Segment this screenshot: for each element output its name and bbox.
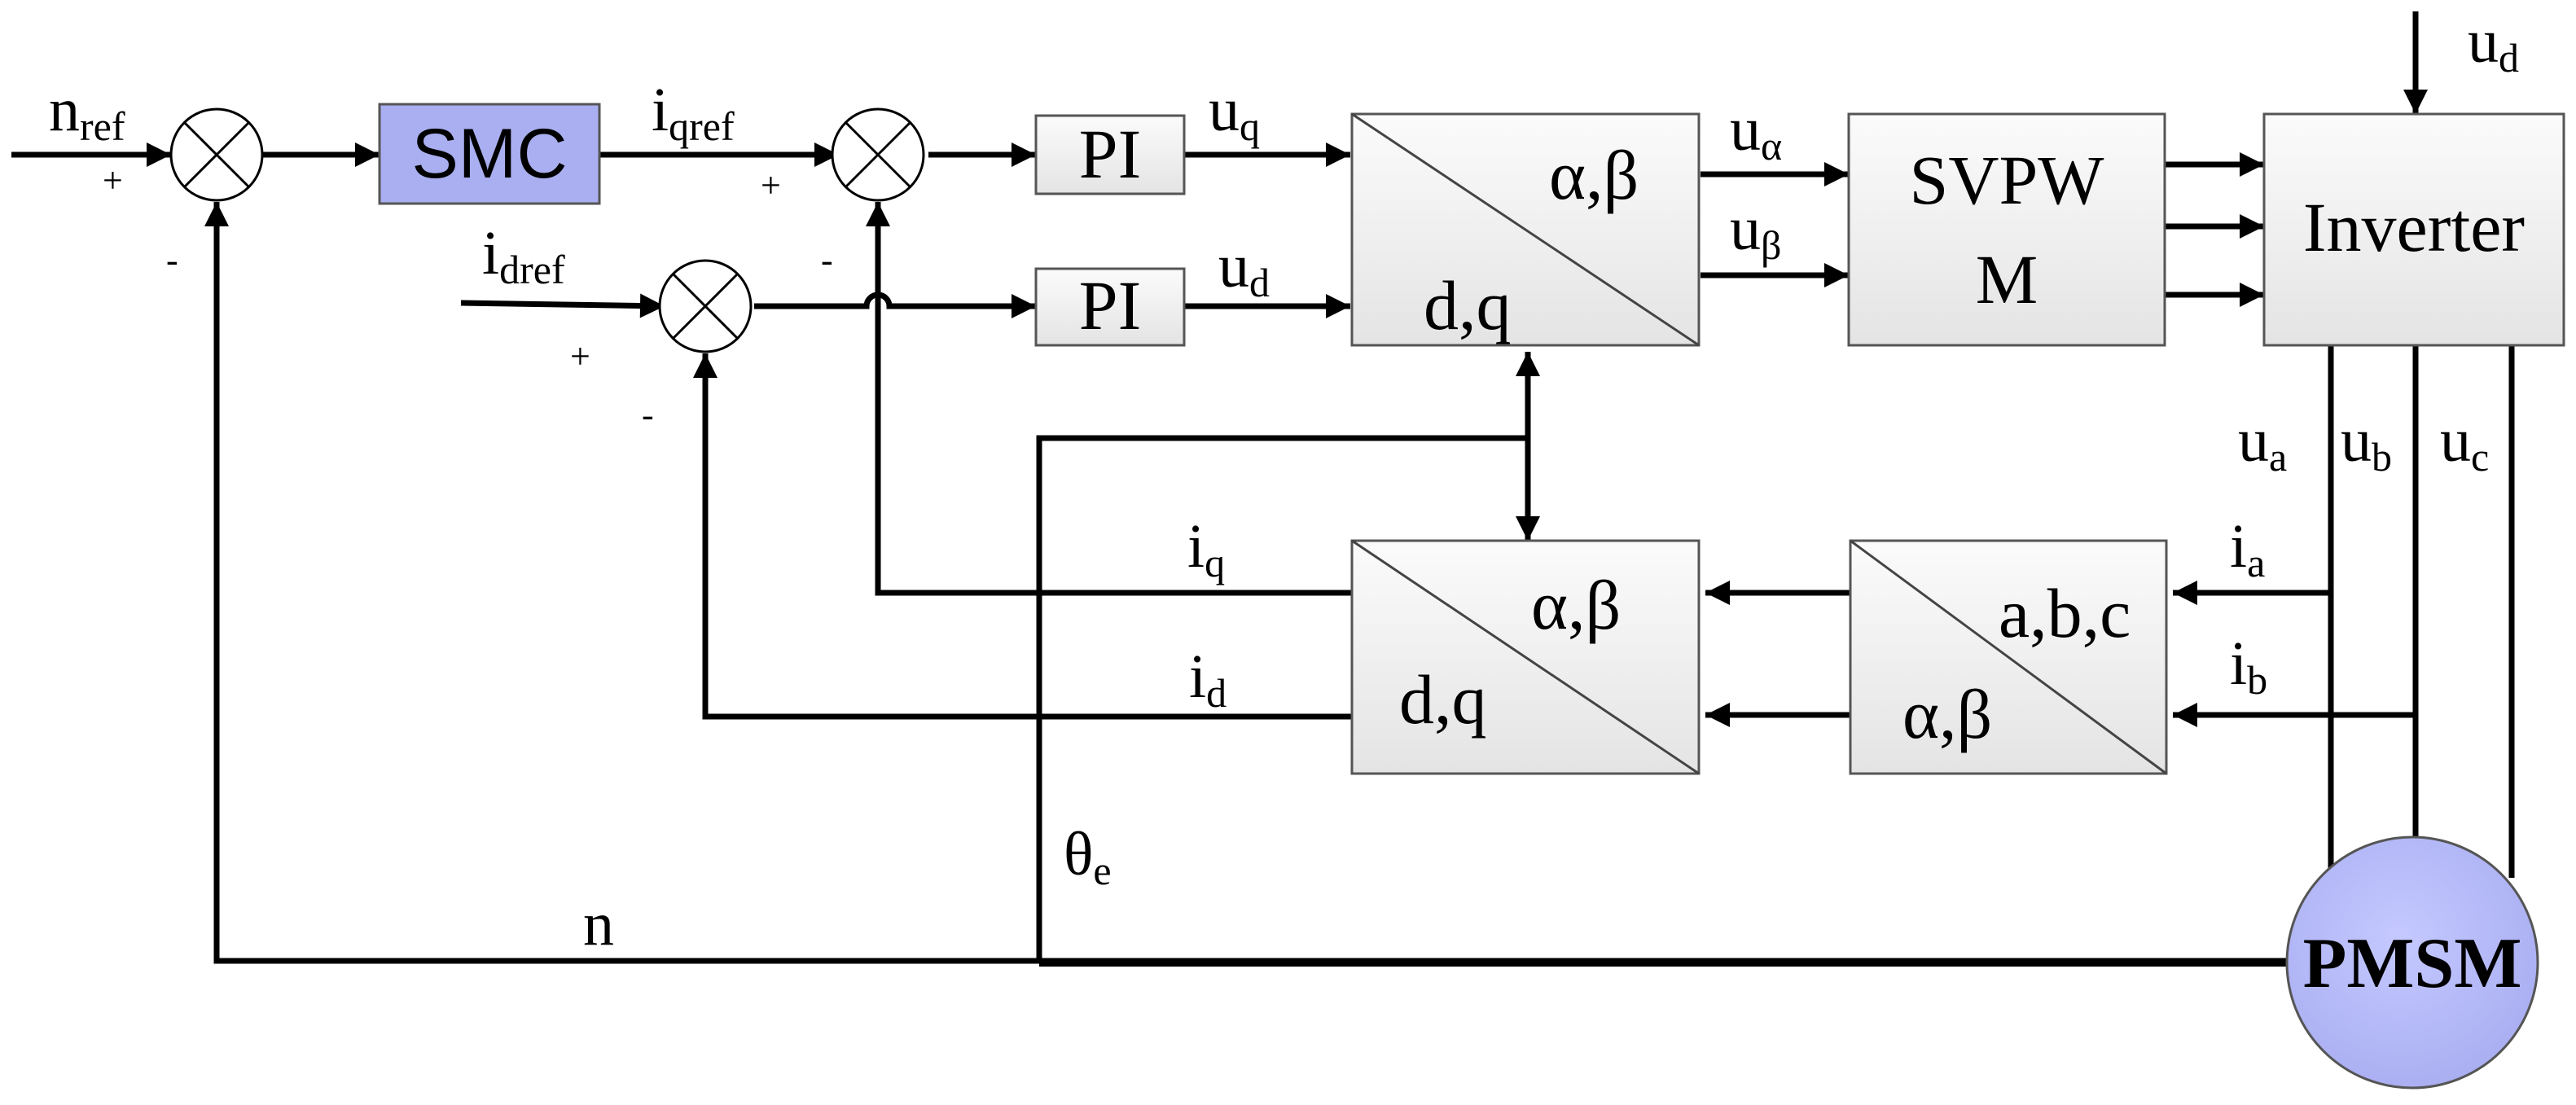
inverter-block: Inverter: [2262, 112, 2565, 347]
sum-junction-id: [658, 259, 753, 353]
pi-d-block: PI: [1034, 266, 1186, 347]
label-u-b: ub: [2341, 406, 2392, 480]
label-u-c: uc: [2440, 406, 2489, 480]
sign-sum1-plus: +: [103, 160, 123, 200]
pi-q-block: PI: [1034, 114, 1186, 195]
sum-junction-speed: [169, 107, 264, 202]
signal-wires: [11, 11, 2515, 967]
label-u-a: ua: [2238, 406, 2287, 480]
label-u-d-pi: ud: [1218, 232, 1270, 305]
smc-block: SMC: [378, 103, 601, 205]
inverter-label: Inverter: [2303, 188, 2525, 266]
smc-label: SMC: [411, 115, 567, 193]
wire-sum3-to-pid: [754, 292, 1036, 318]
pmsm-label: PMSM: [2303, 924, 2522, 1003]
clarke-out-label: α,β: [1902, 675, 1992, 753]
sign-sum3-plus: +: [570, 336, 590, 376]
wire-iq-feedback: [866, 202, 1352, 596]
label-i-q: iq: [1187, 512, 1225, 585]
label-i-d: id: [1189, 642, 1227, 716]
park-out-label: d,q: [1399, 660, 1487, 739]
sign-sum2-plus: +: [761, 165, 781, 205]
svpwm-label-line2: M: [1976, 240, 2038, 318]
svpwm-label-line1: SVPW: [1910, 141, 2104, 219]
wire-id-feedback: [693, 353, 1352, 720]
label-i-dref: idref: [482, 219, 565, 292]
label-i-a: ia: [2230, 512, 2265, 585]
pi-d-label: PI: [1079, 266, 1141, 344]
clarke-in-label: a,b,c: [1999, 574, 2131, 652]
sign-sum3-minus: -: [642, 395, 654, 435]
sum-junction-iq: [831, 107, 925, 202]
label-i-qref: iqref: [652, 76, 735, 149]
inverse-park-in-label: d,q: [1424, 266, 1512, 344]
label-u-beta: uβ: [1730, 195, 1781, 268]
inverse-park-block: α,β d,q: [1350, 112, 1701, 347]
sum-signs: + - + - + -: [103, 160, 833, 435]
wire-theta-bus: [1036, 435, 1528, 961]
sign-sum1-minus: -: [166, 240, 178, 280]
park-block: α,β d,q: [1350, 539, 1701, 775]
label-theta-e: θe: [1064, 820, 1112, 893]
label-n: n: [583, 890, 614, 958]
pi-q-label: PI: [1079, 115, 1141, 193]
pmsm-motor: PMSM: [2285, 835, 2539, 1090]
sign-sum2-minus: -: [821, 240, 833, 280]
park-in-label: α,β: [1531, 566, 1621, 644]
wire-idref-input: [460, 293, 665, 318]
inverse-park-out-label: α,β: [1549, 136, 1639, 214]
svpwm-block: SVPW M: [1847, 112, 2166, 347]
signal-labels: nref iqref idref uq ud uα uβ ud ua ub uc: [49, 7, 2519, 958]
label-u-q: uq: [1209, 76, 1260, 149]
label-i-b: ib: [2230, 629, 2267, 703]
label-u-alpha: uα: [1730, 95, 1782, 169]
clarke-block: a,b,c α,β: [1849, 539, 2168, 775]
label-u-d-dc: ud: [2468, 7, 2519, 81]
label-n-ref: nref: [49, 76, 125, 149]
